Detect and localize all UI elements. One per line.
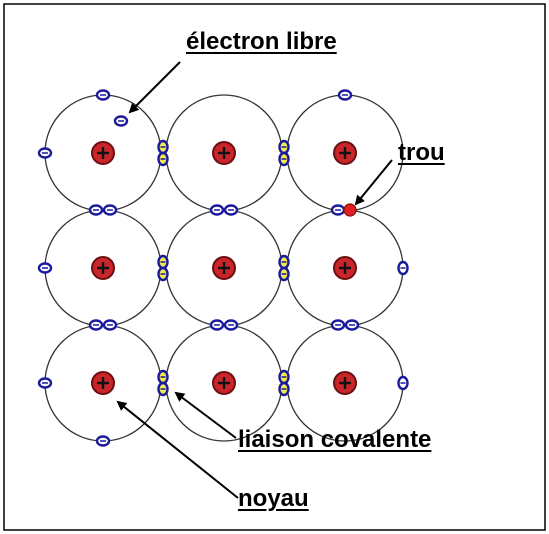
bond-electron	[209, 319, 225, 331]
outer-electron	[95, 435, 111, 447]
nucleus	[212, 371, 236, 395]
bond-electron	[157, 381, 169, 397]
bond-electron	[344, 319, 360, 331]
nucleus	[91, 141, 115, 165]
nucleus	[212, 141, 236, 165]
bond-electron	[157, 151, 169, 167]
bond-electron	[102, 319, 118, 331]
bond-electron	[278, 266, 290, 282]
nucleus	[91, 256, 115, 280]
nucleus	[333, 256, 357, 280]
bond-electron	[157, 369, 169, 385]
bond-electron	[278, 369, 290, 385]
label-nucleus: noyau	[238, 485, 309, 512]
bond-electron	[157, 139, 169, 155]
arrow-nucleus	[116, 400, 239, 499]
bond-electron	[88, 319, 104, 331]
bond-electron	[102, 204, 118, 216]
arrow-hole	[354, 159, 393, 206]
outer-electron	[37, 262, 53, 274]
outer-electron	[37, 147, 53, 159]
outer-electron	[95, 89, 111, 101]
nucleus	[333, 371, 357, 395]
outer-electron	[37, 377, 53, 389]
arrows-layer	[116, 61, 393, 499]
outer-electron	[397, 375, 409, 391]
electrons-layer	[37, 89, 409, 447]
bond-electron	[157, 254, 169, 270]
bond-electron	[157, 266, 169, 282]
hole	[343, 203, 357, 217]
nuclei-layer	[91, 141, 357, 395]
nucleus	[333, 141, 357, 165]
bond-electron	[88, 204, 104, 216]
bond-electron	[278, 139, 290, 155]
bond-electron	[209, 204, 225, 216]
bond-electron	[278, 381, 290, 397]
free-electron	[113, 115, 129, 127]
arrow-free-electron	[128, 61, 181, 114]
outer-electron	[397, 260, 409, 276]
outer-electron	[337, 89, 353, 101]
bond-electron	[330, 319, 346, 331]
nucleus	[91, 371, 115, 395]
bond-electron	[278, 254, 290, 270]
arrow-covalent-bond	[174, 391, 237, 439]
nucleus	[212, 256, 236, 280]
label-hole: trou	[398, 139, 445, 166]
bond-electron	[223, 319, 239, 331]
bond-electron	[223, 204, 239, 216]
label-covalent-bond: liaison covalente	[238, 426, 432, 453]
bond-electron	[330, 204, 346, 216]
bond-electron	[278, 151, 290, 167]
label-free-electron: électron libre	[186, 28, 337, 55]
